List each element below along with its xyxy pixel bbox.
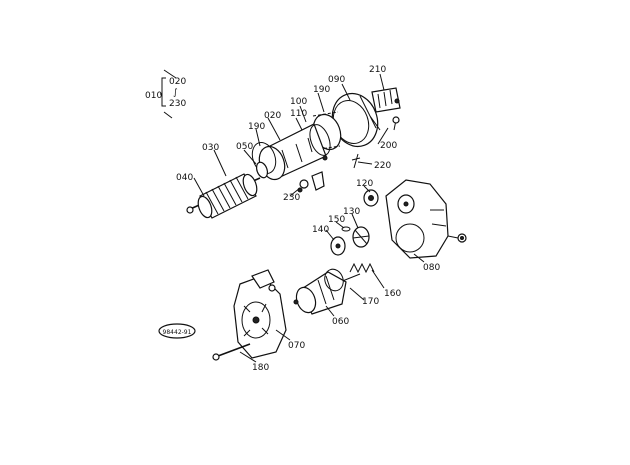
end-frame-070 (233, 269, 287, 359)
label-220: 220 (374, 161, 391, 171)
washer-050 (255, 161, 269, 179)
spring-160 (349, 262, 375, 274)
label-140: 140 (312, 225, 329, 235)
stamp-oval: 98442-91 (158, 323, 196, 339)
label-080: 080 (423, 263, 440, 273)
range-prefix: 010 (145, 91, 162, 101)
range-sep: ∫ (173, 88, 178, 98)
label-150: 150 (328, 215, 345, 225)
label-200: 200 (380, 141, 397, 151)
label-110: 110 (290, 109, 307, 119)
label-190-top: 190 (313, 85, 330, 95)
leader-lines (193, 73, 425, 363)
label-040: 040 (176, 173, 193, 183)
callout-labels: 210 090 100 110 190 020 190 030 050 200 … (176, 65, 440, 373)
drive-housing-080 (385, 179, 467, 259)
label-190: 190 (248, 122, 265, 132)
solenoid-060 (293, 268, 347, 315)
stamp-text: 98442-91 (163, 329, 192, 336)
label-020: 020 (264, 111, 281, 121)
bolt-180 (212, 343, 251, 361)
retainer-150 (341, 226, 351, 232)
label-090: 090 (328, 75, 345, 85)
label-050: 050 (236, 142, 253, 152)
label-160: 160 (384, 289, 401, 299)
label-070: 070 (288, 341, 305, 351)
pinion-130 (352, 226, 370, 248)
label-100: 100 (290, 97, 307, 107)
armature-040 (186, 173, 261, 219)
range-key: 010 020 ∫ 230 (145, 69, 186, 119)
label-120: 120 (356, 179, 373, 189)
label-210: 210 (369, 65, 386, 75)
rear-cover-090 (331, 92, 381, 148)
label-060: 060 (332, 317, 349, 327)
label-230: 230 (283, 193, 300, 203)
label-030: 030 (202, 143, 219, 153)
idler-140 (330, 236, 346, 256)
range-start: 020 (169, 77, 186, 87)
gear-120 (363, 189, 379, 207)
label-170: 170 (362, 297, 379, 307)
label-180: 180 (252, 363, 269, 373)
brush-holder-210 (371, 87, 401, 113)
label-130: 130 (343, 207, 360, 217)
range-end: 230 (169, 99, 186, 109)
